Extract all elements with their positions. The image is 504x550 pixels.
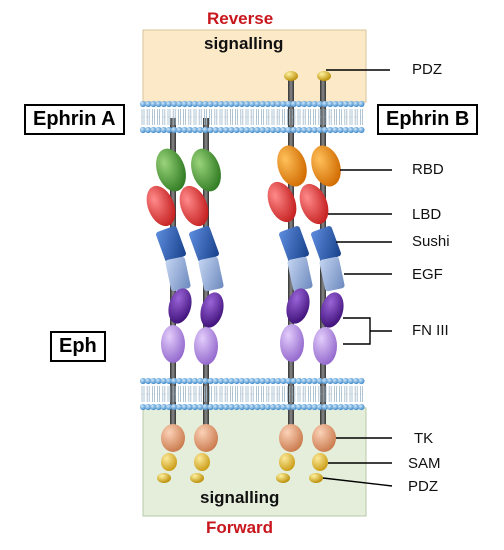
ephrin-b-label: Ephrin B	[377, 104, 479, 135]
reverse-signalling-zone	[142, 29, 367, 103]
sushi-1	[156, 226, 186, 262]
pdz-top-label: PDZ	[412, 61, 442, 78]
pdz-bottom-label: PDZ	[408, 478, 438, 495]
tk-label: TK	[414, 430, 434, 447]
egf-3	[287, 256, 313, 292]
fn3-light-3	[280, 324, 304, 362]
tk-1	[161, 424, 185, 452]
egf-4	[319, 256, 345, 292]
tk-4	[312, 424, 336, 452]
pdz-bottom-2	[190, 473, 204, 483]
pdz-domain-top-right	[317, 71, 331, 81]
egf-label: EGF	[412, 266, 443, 283]
signalling-bottom-label: signalling	[200, 488, 280, 507]
leader-lines	[322, 69, 393, 487]
rbd-ephrin-b-right	[311, 145, 341, 187]
egf-2	[198, 256, 224, 292]
top-cell-membrane	[139, 100, 365, 134]
signalling-top-label: signalling	[204, 34, 284, 53]
sam-2	[194, 453, 210, 471]
fn3-dark-1	[168, 288, 192, 324]
sushi-4	[311, 226, 341, 262]
sushi-label: Sushi	[412, 233, 450, 250]
rbd-label: RBD	[412, 161, 444, 178]
rbd-ephrin-a-right	[191, 148, 221, 192]
sam-3	[279, 453, 295, 471]
forward-label: Forward	[206, 518, 274, 537]
pdz-bottom-3	[276, 473, 290, 483]
egf-1	[165, 256, 191, 292]
fn3-light-1	[161, 325, 185, 363]
reverse-label: Reverse	[207, 9, 274, 28]
lbd-4	[299, 183, 329, 225]
lbd-3	[267, 181, 297, 223]
sushi-3	[279, 226, 309, 262]
fn3-light-2	[194, 327, 218, 365]
pdz-domain-top-left	[284, 71, 298, 81]
eph-label: Eph	[50, 331, 106, 362]
fn3-label: FN III	[412, 322, 449, 339]
lbd-1	[146, 185, 176, 227]
sam-label: SAM	[408, 455, 441, 472]
bottom-cell-membrane	[139, 377, 365, 411]
lbd-label: LBD	[412, 206, 442, 223]
ephrin-a-label: Ephrin A	[24, 104, 125, 135]
tk-3	[279, 424, 303, 452]
pdz-bottom-1	[157, 473, 171, 483]
tk-2	[194, 424, 218, 452]
fn3-light-4	[313, 327, 337, 365]
sam-1	[161, 453, 177, 471]
lbd-2	[179, 185, 209, 227]
fn3-dark-3	[286, 288, 310, 324]
rbd-ephrin-b-left	[277, 145, 307, 187]
rbd-ephrin-a-left	[156, 148, 186, 192]
pdz-bottom-4	[309, 473, 323, 483]
fn3-dark-4	[320, 292, 344, 328]
sushi-2	[189, 226, 219, 262]
fn3-dark-2	[200, 292, 224, 328]
sam-4	[312, 453, 328, 471]
